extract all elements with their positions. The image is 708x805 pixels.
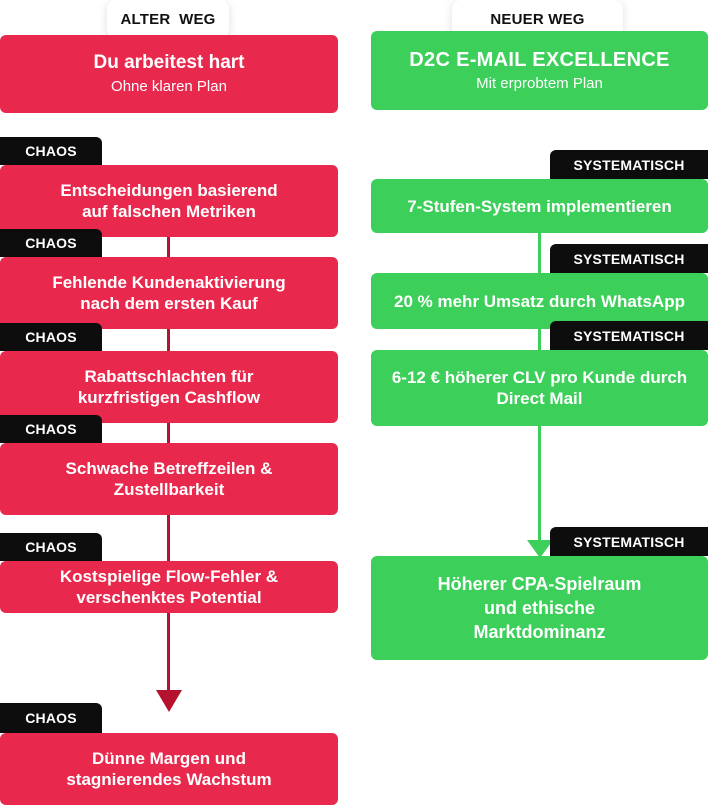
old-step-5-label: Kostspielige Flow-Fehler & verschenktes … [59,567,279,607]
old-step-3-label: Rabattschlachten für kurzfristigen Cashf… [77,367,261,407]
new-step-3-label: 6-12 € höherer CLV pro Kunde durch Direc… [391,368,688,408]
old-outcome: Dünne Margen und stagnierendes Wachstum [0,733,338,805]
new-path-arrowhead [527,540,553,558]
new-step-1: 7-Stufen-System implementieren [371,179,708,233]
systematisch-badge: SYSTEMATISCH [550,321,708,350]
new-step-2-label: 20 % mehr Umsatz durch WhatsApp [394,291,685,311]
old-step-1: Entscheidungen basierend auf falschen Me… [0,165,338,237]
old-step-5: Kostspielige Flow-Fehler & verschenktes … [0,561,338,613]
new-outcome-label: Höherer CPA-Spielraum und ethische Markt… [437,574,642,642]
old-step-2: Fehlende Kundenaktivierung nach dem erst… [0,257,338,329]
chaos-badge: CHAOS [0,415,102,443]
new-way-subtitle: Mit erprobtem Plan [476,74,603,92]
old-step-2-label: Fehlende Kundenaktivierung nach dem erst… [52,273,286,313]
new-step-2: 20 % mehr Umsatz durch WhatsApp [371,273,708,329]
new-outcome: Höherer CPA-Spielraum und ethische Markt… [371,556,708,660]
old-path-arrowhead [156,690,182,712]
new-step-3: 6-12 € höherer CLV pro Kunde durch Direc… [371,350,708,426]
chaos-badge: CHAOS [0,229,102,257]
systematisch-badge: SYSTEMATISCH [550,150,708,179]
old-way-title: Du arbeitest hart [93,52,245,73]
chaos-badge: CHAOS [0,137,102,165]
chaos-badge: CHAOS [0,533,102,561]
new-way-header: D2C E-MAIL EXCELLENCE Mit erprobtem Plan [371,31,708,110]
new-step-1-label: 7-Stufen-System implementieren [407,196,672,216]
old-way-header: Du arbeitest hart Ohne klaren Plan [0,35,338,113]
old-way-tab: ALTER WEG [107,0,229,38]
chaos-badge: CHAOS [0,323,102,351]
systematisch-badge: SYSTEMATISCH [550,244,708,273]
old-step-1-label: Entscheidungen basierend auf falschen Me… [60,181,278,221]
old-step-4: Schwache Betreffzeilen & Zustellbarkeit [0,443,338,515]
old-outcome-label: Dünne Margen und stagnierendes Wachstum [66,749,272,789]
old-way-subtitle: Ohne klaren Plan [111,78,227,95]
old-step-3: Rabattschlachten für kurzfristigen Cashf… [0,351,338,423]
systematisch-badge: SYSTEMATISCH [550,527,708,556]
new-way-title: D2C E-MAIL EXCELLENCE [409,48,670,71]
old-step-4-label: Schwache Betreffzeilen & Zustellbarkeit [65,459,273,499]
chaos-badge: CHAOS [0,703,102,733]
